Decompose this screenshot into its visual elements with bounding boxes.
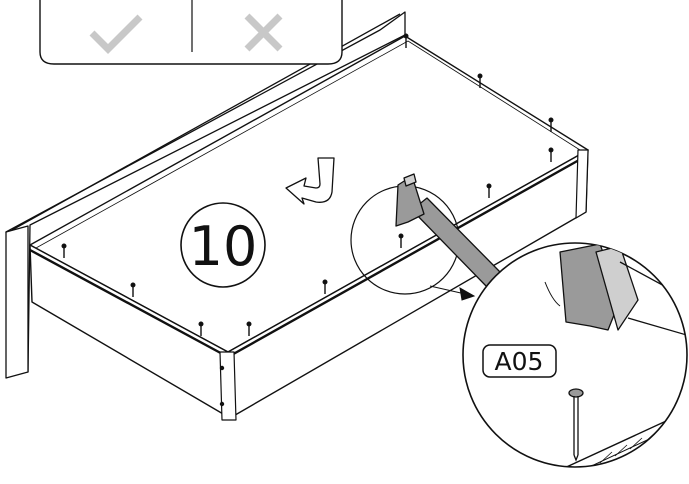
step-number: 10 <box>189 215 258 278</box>
connector-arrow-icon <box>459 287 476 301</box>
nail <box>198 321 204 336</box>
nail <box>403 33 409 48</box>
drawer-front-end <box>219 351 237 421</box>
nail <box>246 321 252 336</box>
flip-arrow-icon <box>285 157 335 205</box>
checkmark-icon[interactable] <box>89 14 143 54</box>
hammer-icon <box>395 173 503 289</box>
detail-callout: A05 <box>462 242 688 468</box>
nail-a05 <box>568 388 584 462</box>
nail <box>398 233 404 248</box>
part-code-badge: A05 <box>482 344 557 378</box>
answer-panel <box>39 0 343 65</box>
nails <box>61 33 554 336</box>
nail <box>548 147 554 162</box>
step-number-badge: 10 <box>180 202 266 288</box>
cross-icon[interactable] <box>244 13 283 52</box>
drawer-right-side <box>575 149 589 219</box>
nail <box>130 282 136 297</box>
nail <box>548 117 554 132</box>
nail <box>322 279 328 294</box>
nail <box>61 243 67 258</box>
part-code: A05 <box>495 347 544 376</box>
nail <box>486 183 492 198</box>
nail <box>477 73 483 88</box>
